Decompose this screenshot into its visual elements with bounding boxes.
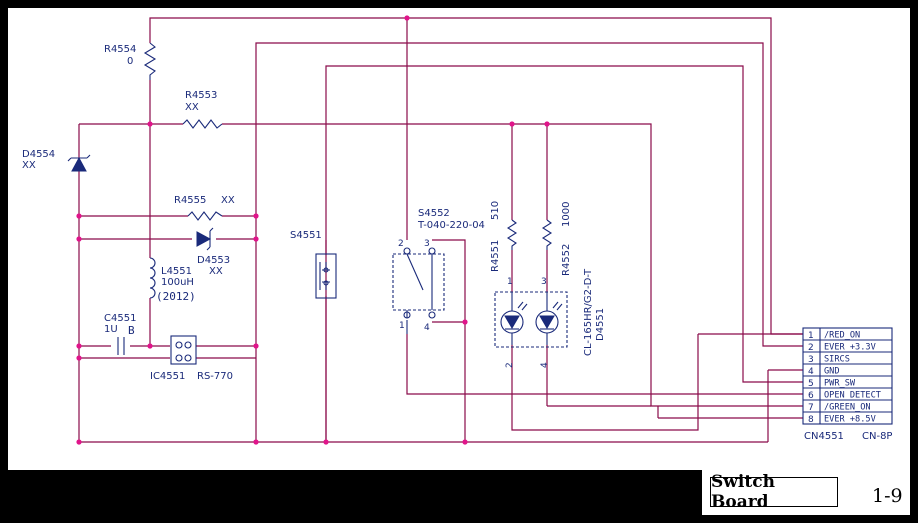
wires (78, 17, 803, 443)
d4551-pin-1: 1 (507, 277, 513, 287)
inductor-l4551: L4551 100uH (2012) (149, 257, 196, 303)
s4552-pin-3: 3 (424, 239, 430, 249)
r4554-ref: R4554 (104, 44, 136, 55)
connector-pin-number: 7 (808, 403, 814, 413)
r4552-ref: R4552 (561, 244, 572, 276)
page-number: 1-9 (872, 485, 903, 507)
schematic-sheet: R4554 0 R4553 XX D4554 XX R4555 XX D4553… (8, 8, 910, 470)
connector-pin-signal: OPEN DETECT (824, 391, 881, 401)
d4551-pin-2: 2 (505, 362, 515, 368)
r4551-ref: R4551 (490, 240, 501, 272)
r4553-ref: R4553 (185, 90, 217, 101)
d4554-value: XX (22, 160, 36, 171)
connector-pin-number: 6 (808, 391, 814, 401)
connector-pin-signal: GND (824, 367, 840, 377)
zener-diode-d4554: D4554 XX (22, 149, 91, 172)
s4552-pin-1: 1 (399, 321, 405, 331)
s4551-ref: S4551 (290, 230, 322, 241)
r4555-value: XX (221, 195, 235, 206)
r4552-value: 1000 (561, 202, 572, 227)
resistor-r4551: 510 R4551 (490, 201, 518, 272)
connector-pin-signal: /GREEN_ON (824, 403, 871, 413)
led-d4551: 1 3 2 4 CL-165HR/G2-D-T D4551 (494, 268, 606, 368)
resistor-r4553: R4553 XX (182, 90, 223, 129)
switch-s4551: S4551 (290, 230, 337, 299)
connector-pin-number: 1 (808, 331, 814, 341)
d4551-value: CL-165HR/G2-D-T (583, 268, 594, 356)
s4552-ref: S4552 (418, 208, 450, 219)
resistor-r4554: R4554 0 (104, 42, 157, 80)
d4551-pin-4: 4 (540, 362, 550, 368)
l4551-value: 100uH (161, 277, 194, 288)
switch-s4552: S4552 T-040-220-04 2 3 1 4 (392, 208, 485, 334)
connector-pin-number: 4 (808, 367, 814, 377)
c4551-ref: C4551 (104, 313, 136, 324)
connector-pin-number: 8 (808, 415, 814, 425)
cn4551-ref: CN4551 (804, 431, 844, 442)
r4554-value: 0 (127, 56, 133, 67)
ic4551-value: RS-770 (197, 371, 233, 382)
s4552-pin-4: 4 (424, 323, 430, 333)
d4554-ref: D4554 (22, 149, 55, 160)
junctions (76, 15, 550, 445)
d4551-ref: D4551 (595, 308, 606, 341)
c4551-value: 1U (104, 324, 118, 335)
board-title: Switch Board (710, 472, 838, 512)
r4551-value: 510 (490, 201, 501, 220)
c4551-extra: B (128, 324, 135, 337)
d4551-pin-3: 3 (541, 277, 547, 287)
l4551-ref: L4551 (161, 266, 192, 277)
connector-pin-signal: /RED_ON (824, 331, 860, 341)
resistor-r4555: R4555 XX (174, 195, 235, 221)
d4553-ref: D4553 (197, 255, 230, 266)
ic4551-ref: IC4551 (150, 371, 185, 382)
s4552-value: T-040-220-04 (417, 220, 485, 231)
schematic-canvas: R4554 0 R4553 XX D4554 XX R4555 XX D4553… (22, 15, 893, 445)
connector-pin-number: 2 (808, 343, 814, 353)
s4552-pin-2: 2 (398, 239, 404, 249)
connector-pin-number: 3 (808, 355, 814, 365)
connector-pin-signal: SIRCS (824, 355, 850, 365)
resistor-r4552: 1000 R4552 (541, 202, 572, 276)
r4553-value: XX (185, 102, 199, 113)
connector-pin-number: 5 (808, 379, 814, 389)
capacitor-c4551: C4551 1U B (104, 313, 136, 355)
zener-diode-d4553: D4553 XX (196, 227, 230, 277)
connector-pin-signal: EVER +8.5V (824, 415, 876, 425)
title-block: Switch Board 1-9 (702, 470, 910, 515)
ic4551-sensor: IC4551 RS-770 (150, 335, 233, 382)
l4551-package: (2012) (156, 290, 196, 303)
d4553-value: XX (209, 266, 223, 277)
connector-pin-signal: PWR_SW (824, 379, 856, 389)
connector-pin-signal: EVER +3.3V (824, 343, 876, 353)
cn4551-value: CN-8P (862, 431, 892, 442)
r4555-ref: R4555 (174, 195, 206, 206)
